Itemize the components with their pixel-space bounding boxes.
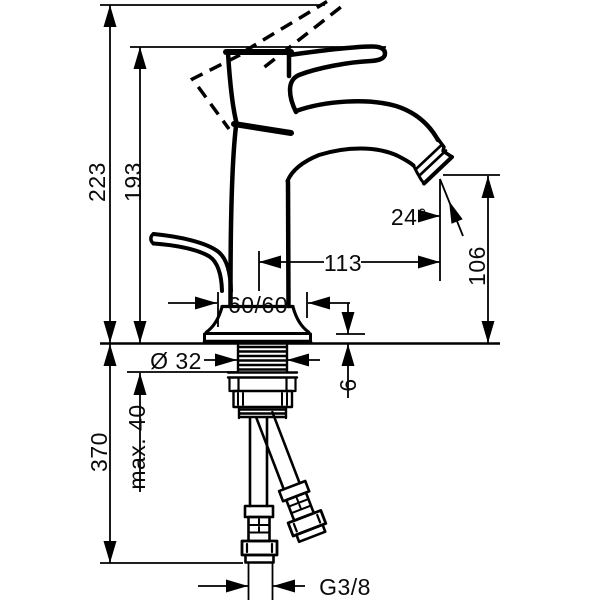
arrow-hose-bottom xyxy=(103,541,117,563)
dim-spout-reach-label: 113 xyxy=(324,250,362,276)
reference-lines xyxy=(100,4,500,600)
arrow-lever-top xyxy=(133,47,147,69)
dim-lever-height-label: 193 xyxy=(120,162,146,202)
arrow-shank-right xyxy=(287,353,309,367)
hose-v-nut-facets xyxy=(245,542,274,554)
body-right-edge xyxy=(285,179,291,309)
raised-handle-back-dashed xyxy=(189,53,241,131)
arrow-outlet-bottom xyxy=(481,321,495,343)
dim-hose-length-label: 370 xyxy=(86,432,112,472)
arrow-spray-axis xyxy=(449,201,463,224)
raised-lever-top-dashed xyxy=(244,0,328,53)
dim-base-footprint-label: 60/60 xyxy=(228,292,288,318)
hose-v-hex-lines xyxy=(247,518,271,534)
hose-v-collar xyxy=(243,504,275,519)
aerator-step-bottom xyxy=(412,164,426,185)
arrow-outlet-top xyxy=(481,176,495,198)
dim-outlet-height-label: 106 xyxy=(464,246,490,286)
arrow-max-mounting xyxy=(133,373,147,395)
dimension-labels: 223 193 370 max. 40 106 6 113 24° 60/60 … xyxy=(84,162,490,600)
aerator-hatch-2 xyxy=(414,144,443,171)
supply-hose-vertical xyxy=(240,416,279,564)
base-escutcheon xyxy=(202,304,313,344)
faucet-outline xyxy=(149,0,454,564)
mounting-nut xyxy=(232,389,294,409)
supply-hose-angled xyxy=(255,410,328,544)
hose-a-endcap xyxy=(295,523,327,544)
dim-hose-thread-label: G3/8 xyxy=(319,574,371,600)
popup-rod-top xyxy=(151,232,233,293)
arrow-overall-bottom xyxy=(103,321,117,343)
dimension-arrowheads xyxy=(103,5,495,593)
raised-lever-bottom-dashed xyxy=(263,1,348,69)
hose-v-tube xyxy=(248,416,269,508)
arrow-rim-up xyxy=(341,344,355,366)
aerator xyxy=(412,137,454,186)
dim-shank-diameter-label: Ø 32 xyxy=(150,348,202,374)
arrow-thread-left xyxy=(226,579,248,593)
hose-a-hex-lines xyxy=(287,497,312,515)
dim-max-mounting-label: max. 40 xyxy=(124,404,150,489)
hose-a-tube xyxy=(255,410,301,491)
aerator-hatch-1 xyxy=(419,149,448,176)
escutcheon-flare-right xyxy=(291,305,311,334)
arrow-reach-right xyxy=(418,255,440,269)
washer-leg-right xyxy=(285,376,297,393)
washer-flange xyxy=(226,371,299,379)
mounting-hardware xyxy=(226,343,299,420)
popup-rod xyxy=(149,232,233,293)
arrow-reach-left xyxy=(259,255,281,269)
escutcheon-flare-left xyxy=(204,305,224,334)
dim-overall-height-label: 223 xyxy=(84,162,110,202)
washer-leg-left xyxy=(228,376,240,393)
shank-threads-upper xyxy=(236,343,289,373)
spout-top-edge xyxy=(293,99,441,143)
arrow-angle-label xyxy=(418,209,440,223)
hose-a-nut-facets xyxy=(292,513,322,533)
aerator-face xyxy=(422,155,454,186)
spout-bottom-edge xyxy=(285,146,416,183)
mounting-nut-facets xyxy=(237,392,288,406)
dim-spout-angle-label: 24° xyxy=(391,204,427,230)
arrow-footprint-right xyxy=(308,296,330,310)
popup-rod-bottom xyxy=(151,241,224,293)
arrow-hose-top xyxy=(103,344,117,366)
aerator-step-top xyxy=(436,137,454,159)
arrow-shank-left xyxy=(215,353,237,367)
arrow-rim-down xyxy=(341,312,355,334)
shank-threads-lower xyxy=(237,405,288,420)
popup-rod-end xyxy=(149,232,156,246)
dimension-lines xyxy=(109,5,489,587)
arrow-lever-bottom xyxy=(133,321,147,343)
hose-v-endcap xyxy=(244,553,275,564)
arrow-footprint-left xyxy=(195,296,217,310)
arrow-overall-top xyxy=(103,5,117,27)
handle-lever xyxy=(286,44,388,115)
handle-cap-left xyxy=(225,50,240,128)
dim-base-rim-label: 6 xyxy=(335,378,361,391)
arrow-thread-right xyxy=(273,579,295,593)
handle-cap-bottom xyxy=(231,121,294,136)
